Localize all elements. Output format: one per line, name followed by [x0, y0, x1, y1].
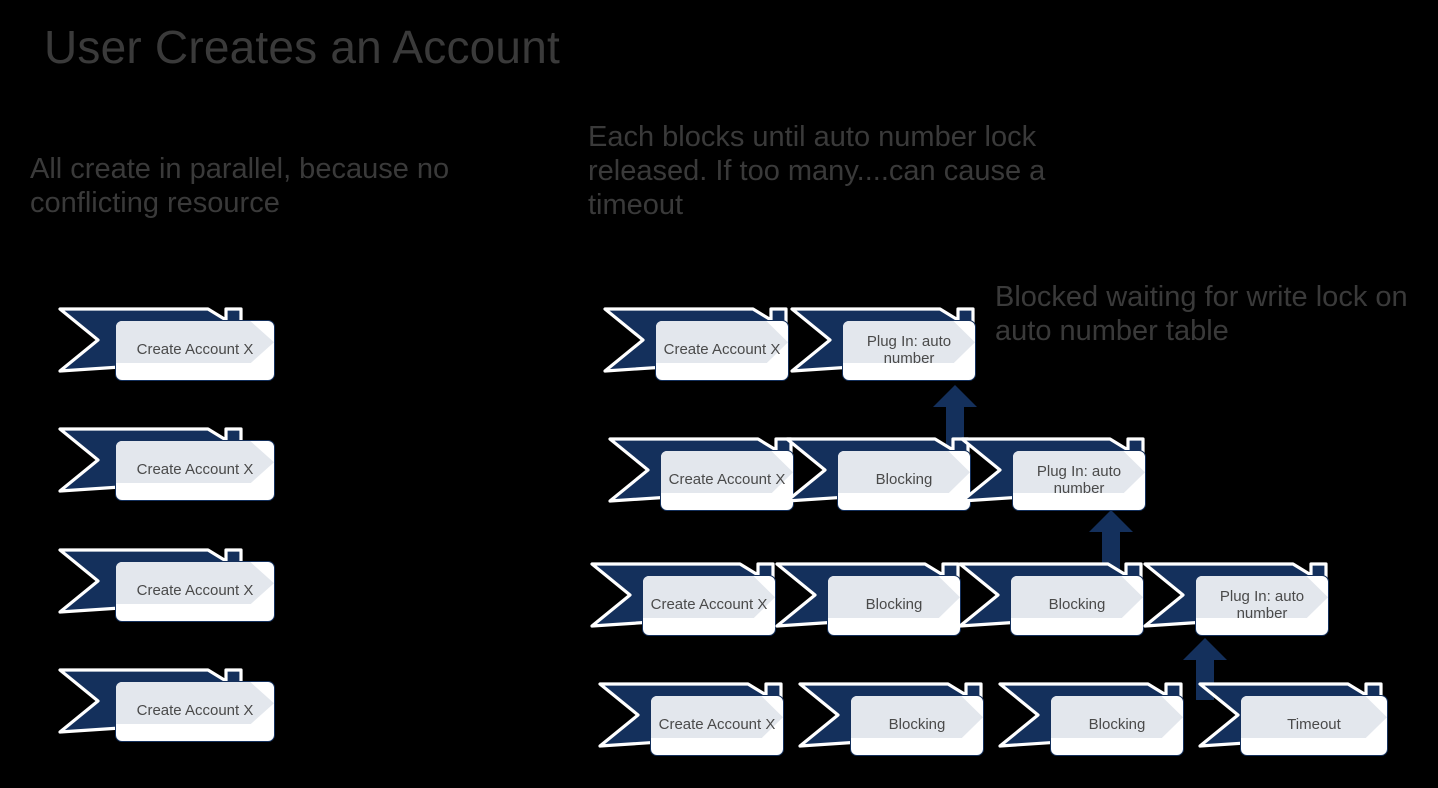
node-card[interactable]: Create Account X [115, 681, 275, 742]
node-label: Timeout [1287, 716, 1341, 734]
inner-chevron-icon [838, 451, 970, 494]
node-label: Create Account X [668, 471, 786, 489]
inner-chevron-icon [1196, 576, 1328, 619]
left-node-1[interactable]: Create Account X [58, 306, 276, 384]
node-card[interactable]: Create Account X [650, 695, 784, 756]
node-label: Create Account X [136, 582, 254, 600]
node-card[interactable]: Create Account X [655, 320, 789, 381]
node-card[interactable]: Blocking [827, 575, 961, 636]
node-card[interactable]: Create Account X [115, 320, 275, 381]
arrow-up-icon [933, 385, 977, 447]
node-label: Blocking [888, 716, 946, 734]
inner-chevron-icon [116, 321, 274, 364]
left-node-4[interactable]: Create Account X [58, 667, 276, 745]
inner-chevron-icon [1241, 696, 1387, 739]
inner-chevron-icon [116, 682, 274, 725]
node-card[interactable]: Create Account X [115, 440, 275, 501]
arrow-up-icon [1089, 510, 1133, 572]
node-label: Create Account X [650, 596, 768, 614]
inner-chevron-icon [643, 576, 775, 619]
node-card[interactable]: Blocking [837, 450, 971, 511]
right-r4-node-2[interactable]: Blocking [798, 681, 1016, 759]
inner-chevron-icon [656, 321, 788, 364]
right-r1-node-1[interactable]: Create Account X [603, 306, 821, 384]
left-node-3[interactable]: Create Account X [58, 547, 276, 625]
inner-chevron-icon [116, 441, 274, 484]
node-label: Plug In: auto number [866, 332, 952, 367]
inner-chevron-icon [828, 576, 960, 619]
node-label: Create Account X [136, 461, 254, 479]
node-card[interactable]: Create Account X [642, 575, 776, 636]
node-label: Create Account X [658, 716, 776, 734]
right-r1-node-2[interactable]: Plug In: auto number [790, 306, 1008, 384]
inner-chevron-icon [851, 696, 983, 739]
node-card[interactable]: Blocking [1010, 575, 1144, 636]
right-r3-node-3[interactable]: Blocking [958, 561, 1176, 639]
node-label: Blocking [865, 596, 923, 614]
node-card[interactable]: Blocking [850, 695, 984, 756]
inner-chevron-icon [843, 321, 975, 364]
callout-middle-blocking: Each blocks until auto number lock relea… [588, 121, 1046, 222]
node-label: Blocking [1088, 716, 1146, 734]
callout-right-write-lock: Blocked waiting for write lock on auto n… [995, 281, 1408, 348]
right-r2-node-1[interactable]: Create Account X [608, 436, 826, 514]
inner-chevron-icon [1013, 451, 1145, 494]
right-r4-node-1[interactable]: Create Account X [598, 681, 816, 759]
inner-chevron-icon [661, 451, 793, 494]
inner-chevron-icon [1051, 696, 1183, 739]
node-label: Create Account X [663, 341, 781, 359]
right-r2-node-2[interactable]: Blocking [785, 436, 1003, 514]
node-label: Create Account X [136, 702, 254, 720]
node-label: Blocking [1048, 596, 1106, 614]
right-r3-node-2[interactable]: Blocking [775, 561, 993, 639]
inner-chevron-icon [1011, 576, 1143, 619]
node-label: Plug In: auto number [1219, 587, 1305, 622]
left-node-2[interactable]: Create Account X [58, 426, 276, 504]
page-title: User Creates an Account [44, 21, 560, 73]
right-r3-node-4[interactable]: Plug In: auto number [1143, 561, 1361, 639]
right-r2-node-3[interactable]: Plug In: auto number [960, 436, 1178, 514]
inner-chevron-icon [116, 562, 274, 605]
node-card[interactable]: Create Account X [660, 450, 794, 511]
right-r4-node-3[interactable]: Blocking [998, 681, 1216, 759]
inner-chevron-icon [651, 696, 783, 739]
node-card[interactable]: Timeout [1240, 695, 1388, 756]
arrow-up-icon [1183, 638, 1227, 700]
node-card[interactable]: Plug In: auto number [1195, 575, 1329, 636]
node-label: Create Account X [136, 341, 254, 359]
node-card[interactable]: Blocking [1050, 695, 1184, 756]
node-card[interactable]: Plug In: auto number [1012, 450, 1146, 511]
right-r4-node-4[interactable]: Timeout [1198, 681, 1416, 759]
node-card[interactable]: Create Account X [115, 561, 275, 622]
node-label: Plug In: auto number [1036, 462, 1122, 497]
node-card[interactable]: Plug In: auto number [842, 320, 976, 381]
callout-left-parallel: All create in parallel, because no confl… [30, 153, 450, 220]
node-label: Blocking [875, 471, 933, 489]
right-r3-node-1[interactable]: Create Account X [590, 561, 808, 639]
